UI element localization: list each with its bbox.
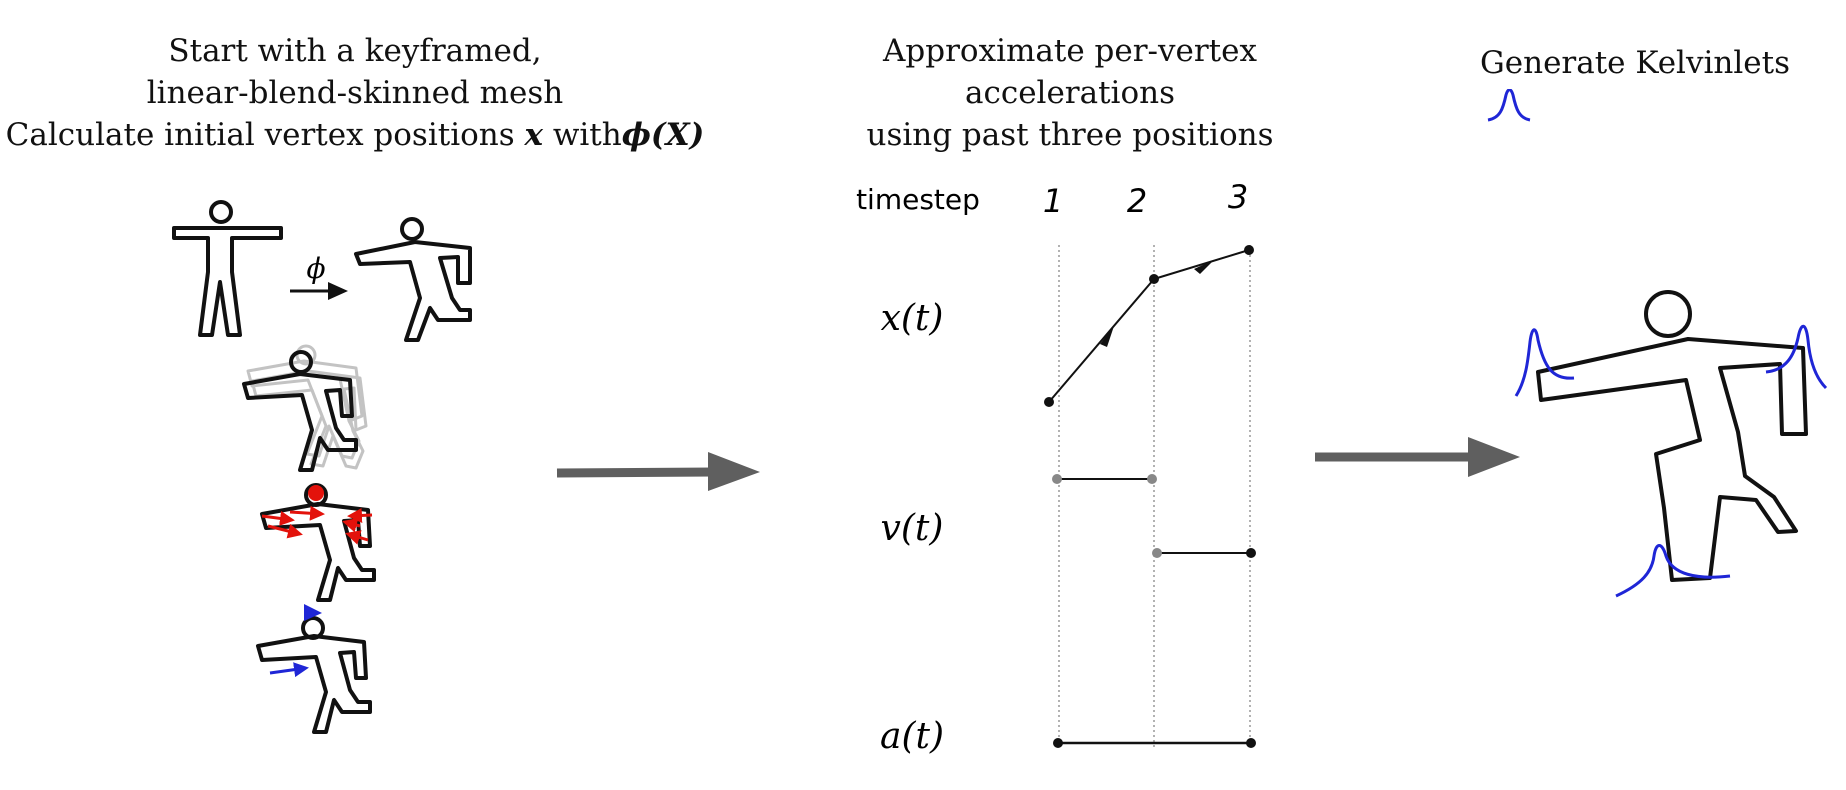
flow-arrow-2 xyxy=(1315,437,1520,477)
kelvinlet-force-figure xyxy=(256,604,372,734)
ghost-trail-figure xyxy=(242,344,368,472)
step1-var-x: x xyxy=(524,117,543,153)
arm-kelvinlet-arrow xyxy=(269,662,309,678)
velocity-series xyxy=(1052,474,1256,558)
kelvinlet-icon xyxy=(1487,88,1531,121)
step2-line1: Approximate per-vertex accelerations xyxy=(883,33,1257,111)
acceleration-series xyxy=(1053,738,1256,748)
step1-formula: ϕ(X) xyxy=(621,117,705,153)
step1-line3-mid: with xyxy=(552,117,622,153)
timestep-gridlines xyxy=(1058,245,1251,750)
force-arrows xyxy=(261,505,373,545)
kelvinlet-foot xyxy=(1615,544,1731,598)
step2-line2: using past three positions xyxy=(866,117,1274,153)
step2-caption: Approximate per-vertex accelerations usi… xyxy=(790,30,1350,156)
kelvinlet-result-figure xyxy=(1514,290,1828,598)
timestep-3: 3 xyxy=(1228,178,1248,216)
row-label-a: a(t) xyxy=(880,716,944,757)
step3-caption: Generate Kelvinlets xyxy=(1480,42,1840,126)
row-label-x: x(t) xyxy=(881,298,944,339)
row-label-v: v(t) xyxy=(881,508,944,549)
rest-pose-figure xyxy=(172,200,283,337)
timestep-1: 1 xyxy=(1043,182,1063,220)
force-figure xyxy=(260,483,376,602)
step1-line3-prefix: Calculate initial vertex positions xyxy=(5,117,515,153)
timestep-plot: timestep 1 2 3 x(t) v(t) a(t) xyxy=(856,178,1256,757)
step1-line3: Calculate initial vertex positions x wit… xyxy=(0,114,710,156)
flow-arrow-1 xyxy=(556,452,760,491)
step1-line1: Start with a keyframed, xyxy=(168,33,542,69)
step1-line2: linear-blend-skinned mesh xyxy=(146,75,564,111)
timestep-label: timestep xyxy=(856,183,980,216)
phi-symbol: ϕ xyxy=(306,252,325,285)
deformed-pose-figure xyxy=(354,217,472,342)
timestep-2: 2 xyxy=(1127,182,1147,220)
position-series xyxy=(1044,245,1254,407)
kelvinlet-right-hand xyxy=(1765,324,1828,390)
phi-map-arrow: ϕ xyxy=(290,252,348,300)
head-force-dot xyxy=(308,485,324,501)
step3-line1: Generate Kelvinlets xyxy=(1480,45,1790,81)
head-kelvinlet-arrow xyxy=(304,604,322,621)
step1-caption: Start with a keyframed, linear-blend-ski… xyxy=(0,30,710,156)
kelvinlet-left-hand xyxy=(1514,328,1575,397)
